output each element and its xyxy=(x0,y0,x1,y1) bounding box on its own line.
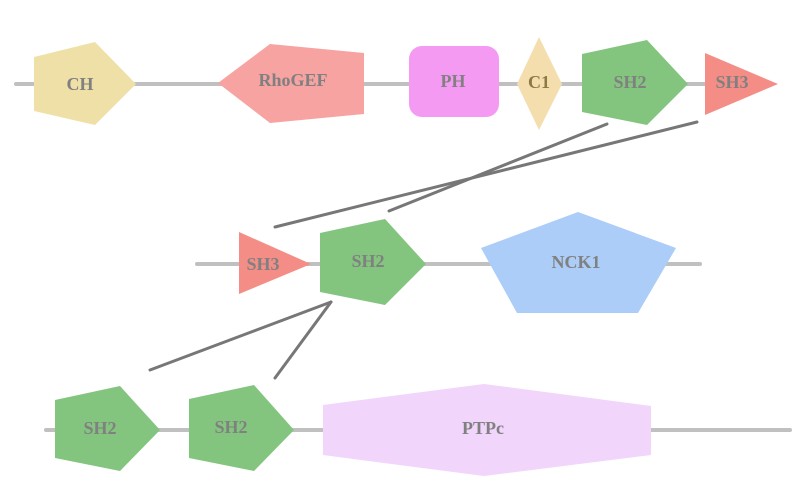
domain-sh2-mid-shape xyxy=(320,219,426,305)
interaction-line-sh3-top-to-sh3-mid xyxy=(273,120,699,229)
domain-nck1-shape xyxy=(481,212,676,313)
domain-sh3-mid-shape xyxy=(239,232,311,294)
domain-sh2-bot-1: SH2 xyxy=(55,386,160,471)
domain-ptpc-label: PTPc xyxy=(462,418,504,438)
domain-sh2-top-shape xyxy=(582,40,688,125)
domain-sh2-bot-1-label: SH2 xyxy=(83,418,116,438)
domain-sh3-top-shape xyxy=(705,53,778,115)
domain-rhogef: RhoGEF xyxy=(218,44,364,123)
domain-sh2-top: SH2 xyxy=(582,40,688,125)
domain-sh3-top-label: SH3 xyxy=(715,72,748,92)
domain-ch-shape xyxy=(34,42,136,125)
domain-sh3-mid: SH3 xyxy=(239,232,311,294)
domain-sh3-top: SH3 xyxy=(705,53,778,115)
domain-ch-label: CH xyxy=(67,74,94,94)
domain-sh2-mid: SH2 xyxy=(320,219,426,305)
domain-c1-label: C1 xyxy=(528,72,550,92)
interaction-line-sh2-mid-to-sh2-bot-1 xyxy=(148,300,333,372)
domain-sh2-bot-2-label: SH2 xyxy=(214,417,247,437)
domain-sh2-top-label: SH2 xyxy=(613,72,646,92)
domain-ptpc: PTPc xyxy=(323,384,651,476)
interaction-line-sh2-top-to-sh2-mid xyxy=(387,122,609,213)
domain-rhogef-shape xyxy=(218,44,364,123)
domain-sh2-bot-2-shape xyxy=(189,385,294,471)
interaction-line-sh2-mid-to-sh2-bot-2 xyxy=(273,300,333,380)
domain-c1-shape xyxy=(517,37,562,130)
domain-ph-label: PH xyxy=(441,71,466,91)
domain-sh2-bot-2: SH2 xyxy=(189,385,294,471)
domain-ph: PH xyxy=(409,46,499,117)
domain-ptpc-shape xyxy=(323,384,651,476)
domain-sh2-bot-1-shape xyxy=(55,386,160,471)
domain-rhogef-label: RhoGEF xyxy=(258,70,327,90)
domain-ch: CH xyxy=(34,42,136,125)
domain-nck1-label: NCK1 xyxy=(552,252,601,272)
domain-sh3-mid-label: SH3 xyxy=(246,254,279,274)
domain-sh2-mid-label: SH2 xyxy=(351,251,384,271)
domain-nck1: NCK1 xyxy=(481,212,676,313)
domain-c1: C1 xyxy=(517,37,562,130)
domain-ph-shape xyxy=(409,46,499,117)
